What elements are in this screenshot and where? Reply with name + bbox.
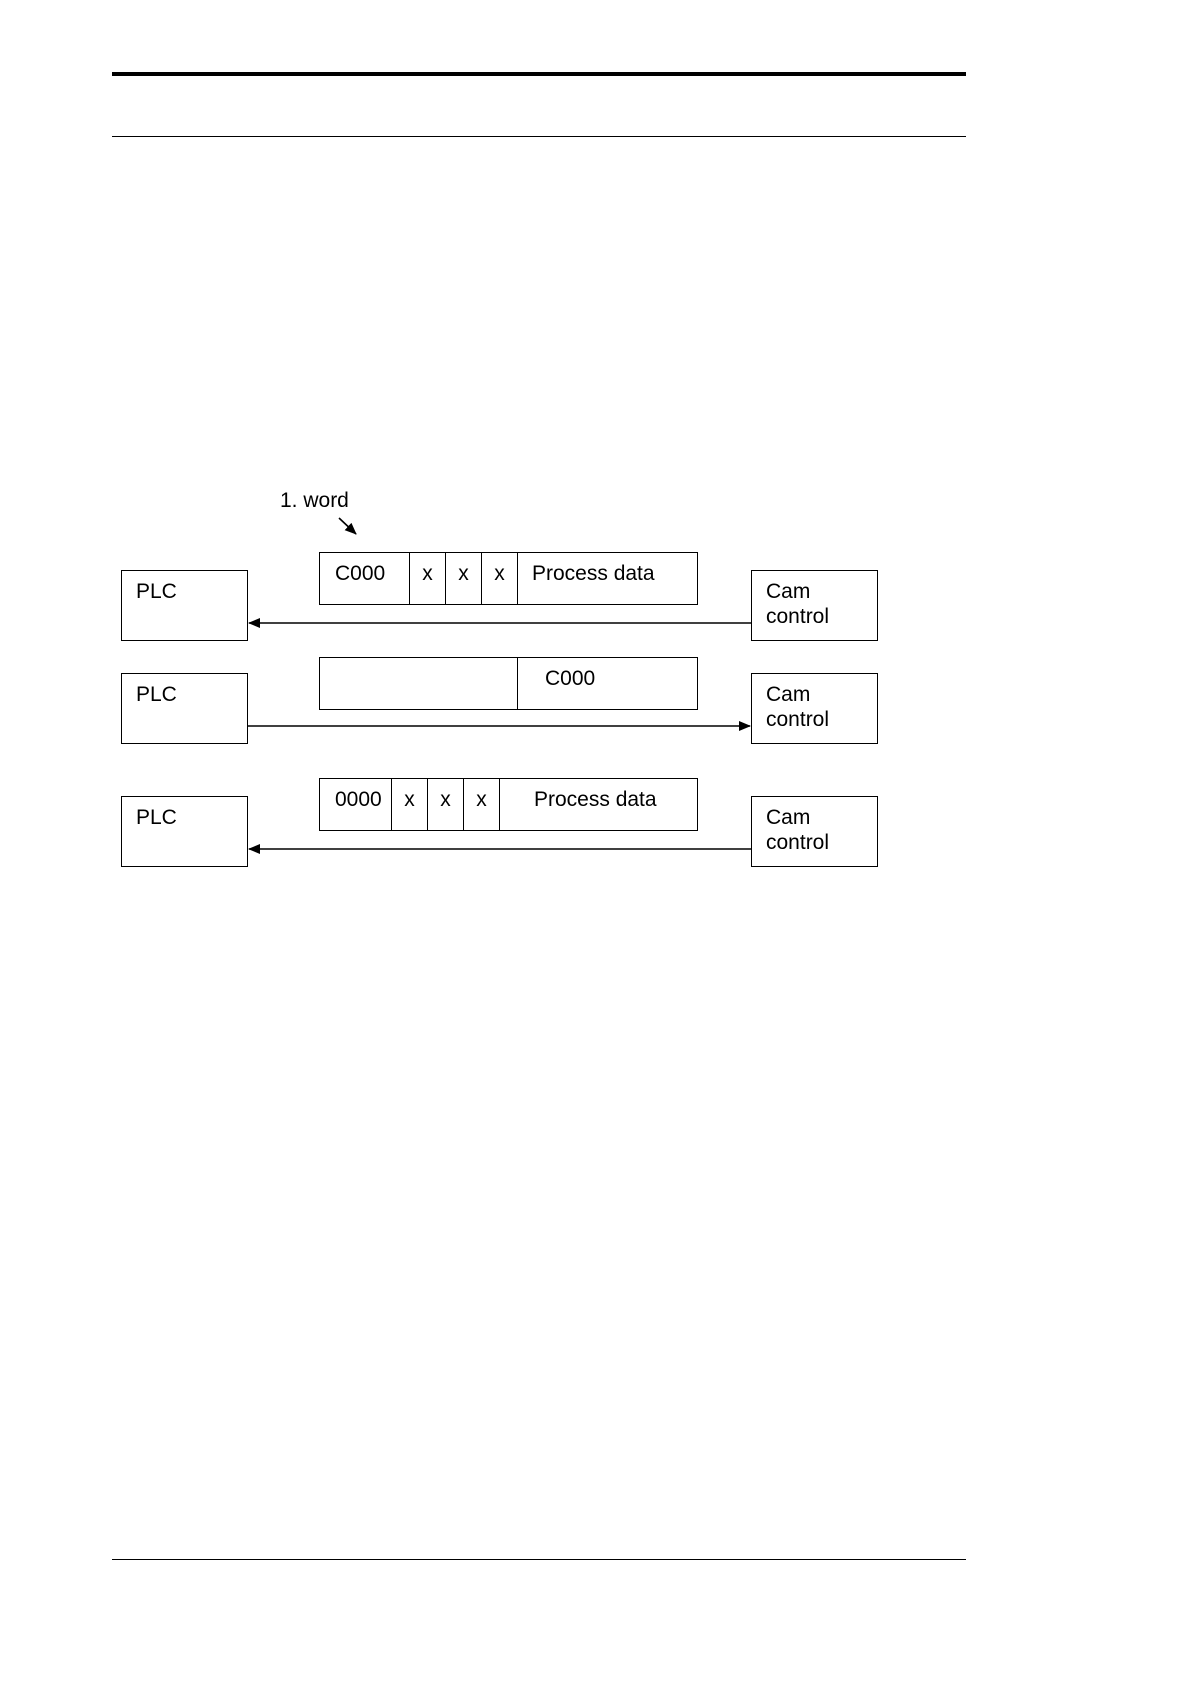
telegram-cell-x: x	[410, 553, 446, 604]
telegram-row-1: C000 x x x Process data	[319, 552, 698, 605]
cam-control-box: Cam control	[751, 796, 878, 867]
telegram-cell-process-data: Process data	[500, 779, 697, 830]
first-word-label: 1. word	[280, 489, 349, 513]
cam-control-box: Cam control	[751, 673, 878, 744]
cam-control-line1: Cam	[766, 805, 877, 830]
telegram-cell-x: x	[482, 553, 518, 604]
footer-rule	[112, 1559, 966, 1560]
cam-control-line2: control	[766, 830, 877, 855]
telegram-cell-x: x	[464, 779, 500, 830]
cam-control-box: Cam control	[751, 570, 878, 641]
telegram-row-2: C000	[319, 657, 698, 710]
telegram-cell-word: C000	[518, 658, 697, 709]
cam-control-line2: control	[766, 707, 877, 732]
telegram-cell-word: C000	[320, 553, 410, 604]
plc-box: PLC	[121, 570, 248, 641]
telegram-row-3: 0000 x x x Process data	[319, 778, 698, 831]
telegram-cell-process-data: Process data	[518, 553, 697, 604]
cam-control-line1: Cam	[766, 682, 877, 707]
word-pointer-arrow	[339, 518, 356, 534]
telegram-cell-word: 0000	[320, 779, 392, 830]
telegram-cell-empty	[320, 658, 518, 709]
cam-control-line2: control	[766, 604, 877, 629]
telegram-cell-x: x	[446, 553, 482, 604]
cam-control-line1: Cam	[766, 579, 877, 604]
telegram-cell-x: x	[392, 779, 428, 830]
telegram-cell-x: x	[428, 779, 464, 830]
plc-box: PLC	[121, 673, 248, 744]
plc-box: PLC	[121, 796, 248, 867]
